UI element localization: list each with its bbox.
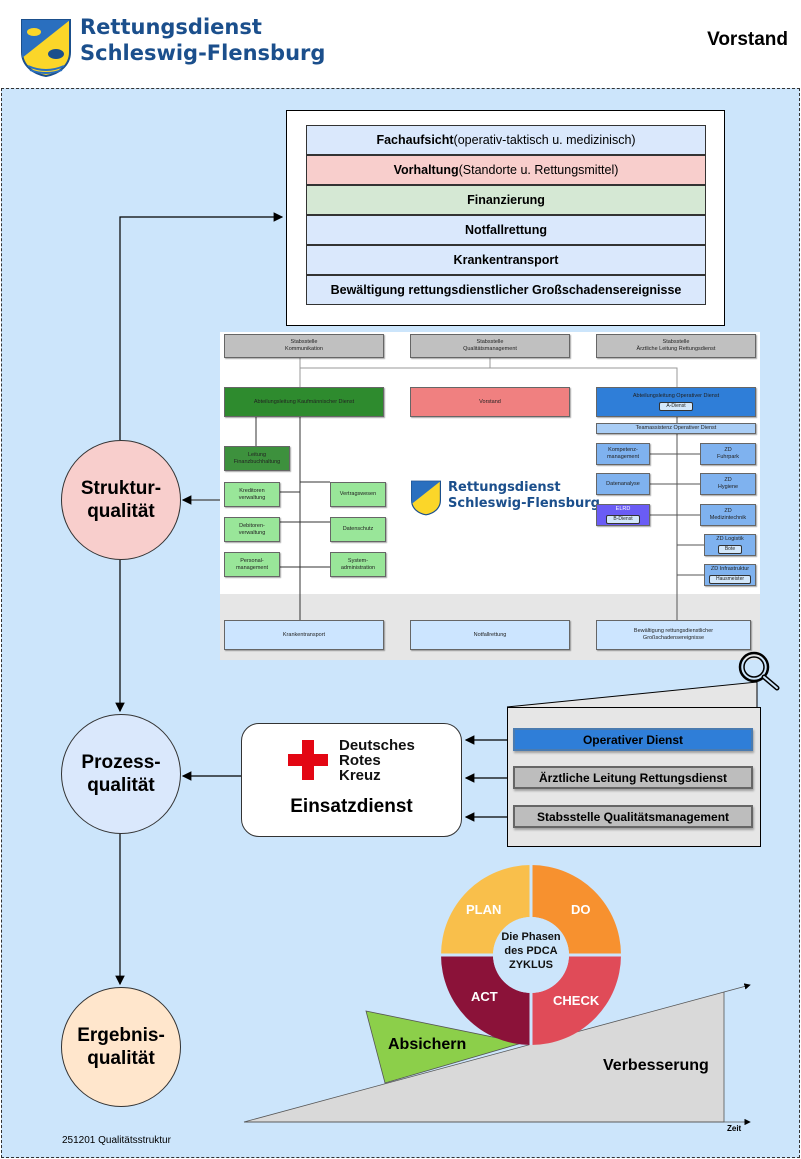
task-row: Finanzierung <box>306 185 706 215</box>
slope-arrow <box>723 983 751 993</box>
org-lines <box>255 358 704 632</box>
verbesserung-label: Verbesserung <box>603 1057 709 1074</box>
zoom-callout-line <box>506 681 758 708</box>
ergebnis-qualitaet-node: Ergebnis-qualität <box>61 987 181 1107</box>
coat-of-arms-icon <box>411 480 441 516</box>
zoom-operativer-dienst: Operativer Dienst <box>513 728 753 751</box>
prozess-qualitaet-node: Prozess-qualität <box>61 714 181 834</box>
arrow-struktur-to-tasks <box>119 212 284 440</box>
pdca-do-label: DO <box>571 902 591 917</box>
org-datenschutz: Datenschutz <box>330 517 386 542</box>
org-center-logo <box>410 480 442 521</box>
org-personal: Personal-management <box>224 552 280 577</box>
task-row: Fachaufsicht (operativ-taktisch u. mediz… <box>306 125 706 155</box>
org-notfallrettung: Notfallrettung <box>410 620 570 650</box>
pdca-plan-segment <box>441 865 531 955</box>
coat-of-arms-logo <box>20 18 72 78</box>
task-row: Notfallrettung <box>306 215 706 245</box>
org-teamassistenz: Teamassistenz Operativer Dienst <box>596 423 756 434</box>
pdca-act-label: ACT <box>471 989 498 1004</box>
pdca-check-segment <box>531 955 621 1045</box>
pdca-check-label: CHECK <box>553 993 600 1008</box>
org-vertragswesen: Vertragswesen <box>330 482 386 507</box>
brand-name: Rettungsdienst Schleswig-Flensburg <box>80 14 325 66</box>
pdca-do-segment <box>531 865 621 955</box>
task-row: Bewältigung rettungsdienstlicher Großsch… <box>306 275 706 305</box>
absichern-label: Absichern <box>388 1036 467 1053</box>
time-axis-label: Zeit <box>727 1124 742 1133</box>
zoom-detail-panel: Operativer Dienst Ärztliche Leitung Rett… <box>507 707 761 847</box>
drk-title: Einsatzdienst <box>290 796 413 817</box>
section-title: Vorstand <box>707 29 788 50</box>
brand-line-1: Rettungsdienst <box>80 15 262 39</box>
org-vorstand: Vorstand <box>410 387 570 417</box>
org-sysadmin: System-administration <box>330 552 386 577</box>
task-row: Vorhaltung (Standorte u. Rettungsmittel) <box>306 155 706 185</box>
pdca-plan-label: PLAN <box>466 902 502 917</box>
document-id-note: 251201 Qualitätsstruktur <box>62 1135 171 1146</box>
pdca-act-segment <box>441 955 531 1045</box>
zoom-aerztliche-leitung: Ärztliche Leitung Rettungsdienst <box>513 766 753 789</box>
org-datenanalyse: Datenanalyse <box>596 473 650 495</box>
absichern-wedge <box>365 1010 523 1084</box>
task-row: Krankentransport <box>306 245 706 275</box>
responsibilities-box: Fachaufsicht (operativ-taktisch u. mediz… <box>286 110 725 326</box>
org-debitoren: Debitoren-verwaltung <box>224 517 280 542</box>
pdca-wheel <box>441 865 621 1045</box>
red-cross-icon <box>288 740 328 780</box>
struktur-qualitaet-node: Struktur-qualität <box>61 440 181 560</box>
org-kaufm-dienst: Abteilungsleitung Kaufmännischer Dienst <box>224 387 384 417</box>
org-kompetenz: Kompetenz-management <box>596 443 650 465</box>
brand-line-2: Schleswig-Flensburg <box>80 41 326 65</box>
zoom-stabsstelle-qm: Stabsstelle Qualitätsmanagement <box>513 805 753 828</box>
magnifier-icon <box>737 650 783 697</box>
org-krankentransport: Krankentransport <box>224 620 384 650</box>
